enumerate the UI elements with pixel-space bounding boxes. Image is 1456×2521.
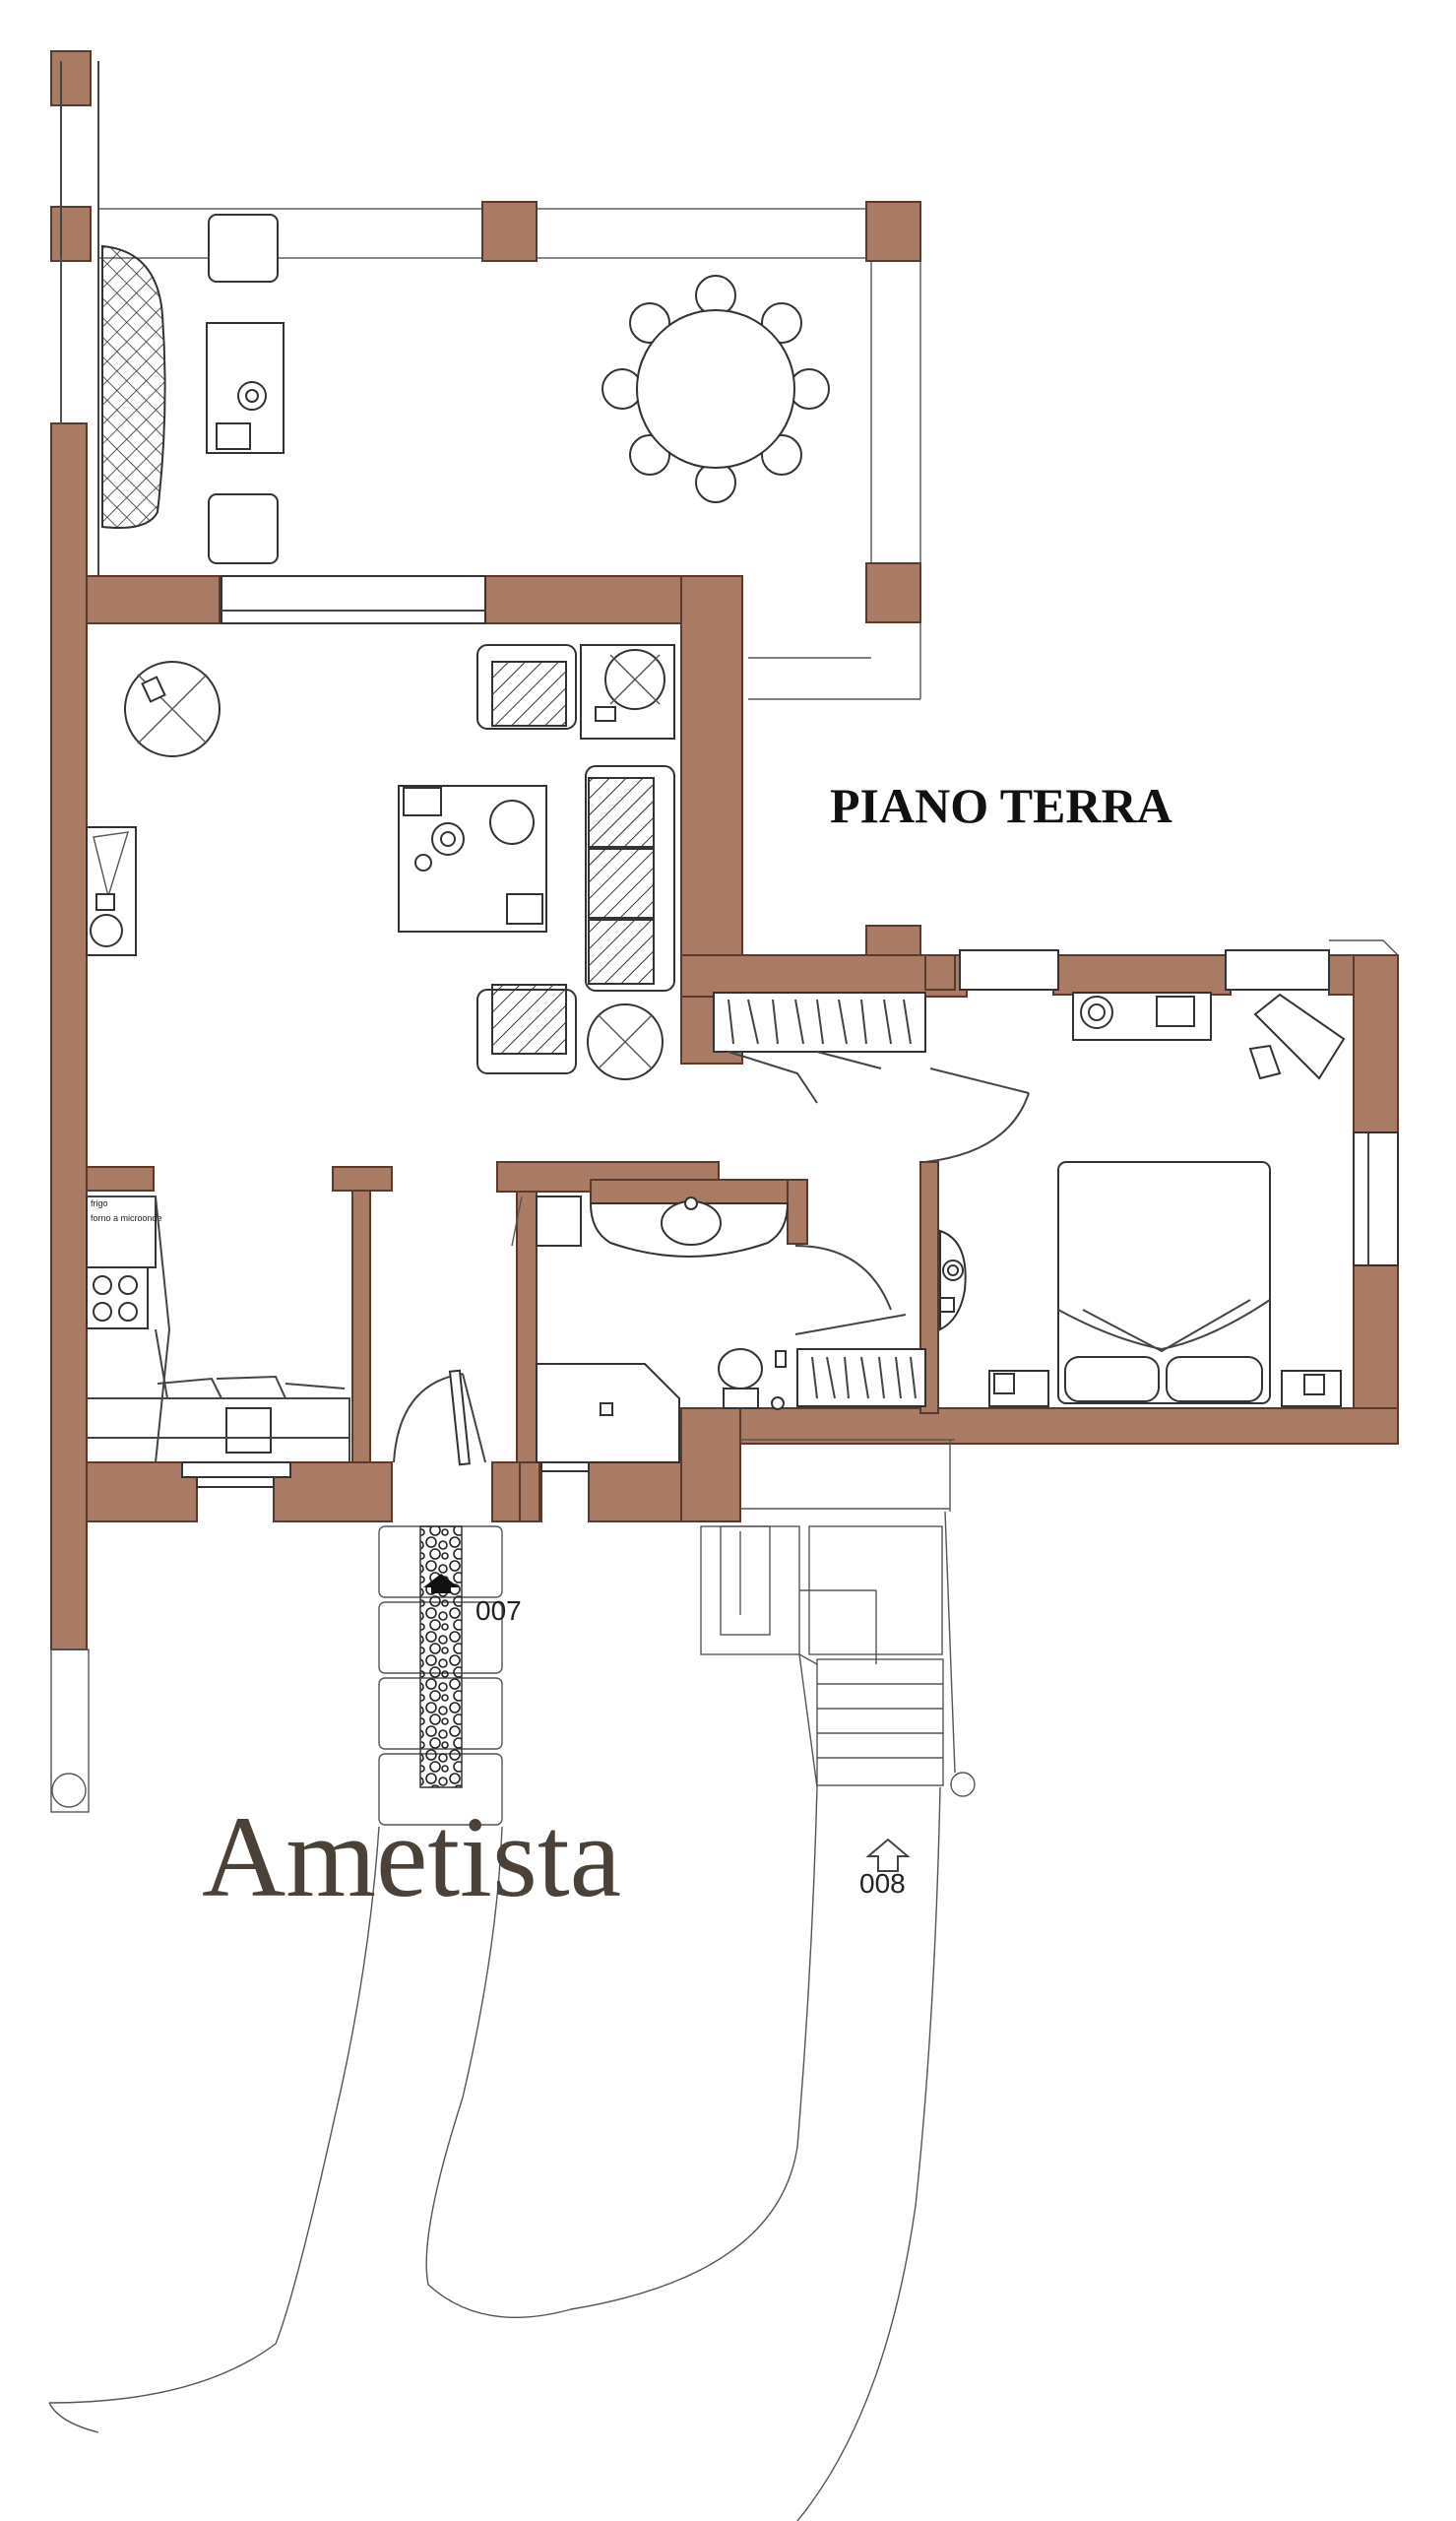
fridge-label: frigo: [91, 1198, 108, 1208]
living-room: [86, 644, 675, 1080]
entry-path: [378, 1525, 503, 1826]
marker-007: 007: [475, 1595, 522, 1626]
porch: [700, 1439, 955, 1664]
brand-name: Ametista: [202, 1792, 621, 1921]
stairs: [798, 1511, 976, 1797]
floor-label: PIANO TERRA: [830, 778, 1172, 833]
bathroom: [511, 1196, 926, 1463]
marker-008-label: 008: [859, 1868, 906, 1899]
entry-door: [393, 1369, 486, 1466]
arrow-up-icon: [865, 1838, 911, 1872]
kitchen: frigo forno a microonde: [86, 1196, 350, 1478]
terrace-side-table: [206, 214, 285, 564]
west-post: [50, 256, 90, 1813]
walkways: [48, 1786, 941, 2521]
marker-008: 008: [859, 1838, 911, 1899]
oven-label: forno a microonde: [91, 1213, 162, 1223]
windows: [196, 575, 1399, 1488]
round-dining-table: [601, 275, 830, 503]
bedroom: [939, 939, 1399, 1407]
walls: [50, 422, 1399, 1650]
linen-hangers: [811, 1356, 917, 1399]
marker-007-label: 007: [475, 1595, 522, 1626]
hall-wardrobe: [713, 992, 1030, 1163]
terrace: [50, 50, 921, 700]
